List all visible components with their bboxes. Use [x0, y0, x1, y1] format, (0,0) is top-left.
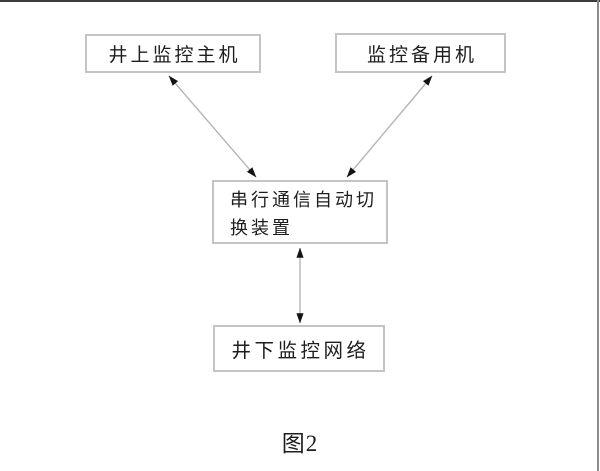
- page-right-edge-line: [597, 0, 599, 471]
- node-label: 串行通信自动切换装置: [230, 190, 377, 238]
- node-surface-monitoring-host: 井上监控主机: [85, 34, 261, 73]
- node-serial-comm-auto-switch-device: 串行通信自动切换装置: [212, 180, 388, 244]
- page-top-edge-line: [0, 0, 600, 2]
- node-label: 井上监控主机: [108, 45, 241, 66]
- node-label: 监控备用机: [366, 44, 477, 66]
- edge-backup-switch-arrow: [346, 75, 433, 178]
- figure-caption: 图2: [281, 431, 319, 456]
- node-label: 井下监控网络: [231, 341, 370, 362]
- node-monitoring-backup-machine: 监控备用机: [335, 33, 506, 73]
- node-underground-monitoring-network: 井下监控网络: [213, 325, 385, 372]
- edge-host-switch-arrow: [168, 75, 257, 178]
